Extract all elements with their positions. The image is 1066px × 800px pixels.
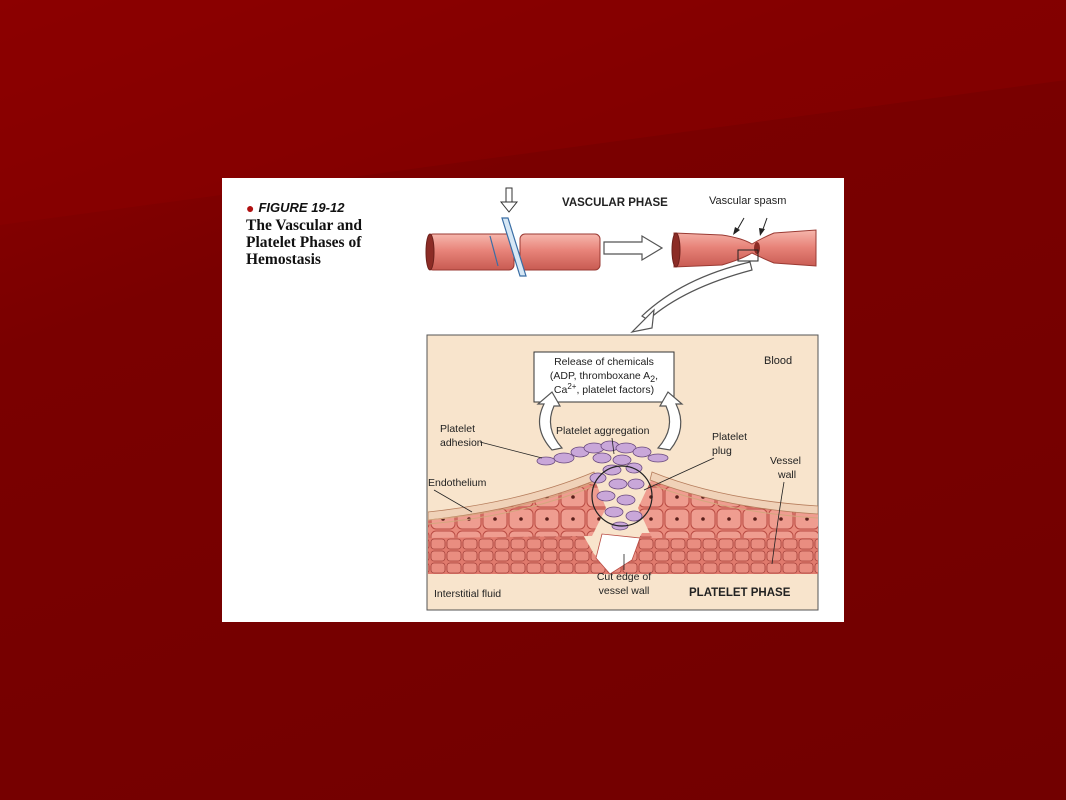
platelet-plug-label-2: plug: [712, 445, 732, 457]
vessel-segment-right: [519, 233, 601, 271]
endothelium-label: Endothelium: [428, 477, 487, 489]
platelet-aggregation-label: Platelet aggregation: [556, 425, 650, 437]
vascular-phase-illustration: [425, 187, 817, 333]
cut-gap: [595, 533, 641, 575]
feedback-arrow-left-icon: [536, 391, 564, 451]
platelet-plug-label-1: Platelet: [712, 431, 747, 443]
figure-title: The Vascular and Platelet Phases of Hemo…: [246, 217, 396, 268]
platelet-adhesion-label-2: adhesion: [440, 437, 483, 449]
release-of-chemicals-box: [533, 351, 675, 403]
slide-background-band: [0, 0, 1066, 225]
constricted-vessel: [673, 229, 817, 268]
blood-label: Blood: [764, 355, 792, 367]
right-arrow-icon: [603, 234, 664, 262]
figure-title-line: Platelet Phases of: [246, 234, 362, 251]
blade-icon: [501, 217, 527, 277]
vascular-spasm-label: Vascular spasm: [709, 195, 786, 207]
zoom-arrow-icon: [641, 261, 753, 321]
hemostasis-diagram: VASCULAR PHASE Vascular spasm: [425, 187, 819, 611]
platelet-plug-circle: [591, 465, 653, 527]
platelet-phase-heading: PLATELET PHASE: [689, 587, 791, 599]
zoom-box: [737, 249, 759, 262]
release-line-2: (ADP, thromboxane A2,: [550, 370, 658, 384]
down-arrow-icon: [499, 187, 519, 213]
figure-title-line: Hemostasis: [246, 251, 321, 268]
cut-edge-label-2: vessel wall: [599, 585, 650, 597]
figure-caption: ● FIGURE 19-12 The Vascular and Platelet…: [246, 200, 396, 268]
vascular-phase-heading: VASCULAR PHASE: [562, 197, 668, 209]
platelet-phase-inset: [426, 334, 819, 611]
vessel-wall-label-2: wall: [777, 469, 796, 481]
release-line-1: Release of chemicals: [554, 356, 654, 368]
interstitial-fluid-label: Interstitial fluid: [434, 588, 501, 600]
platelet-adhesion-label-1: Platelet: [440, 423, 475, 435]
vessel-wall-label-1: Vessel: [770, 455, 801, 467]
bullet-icon: ●: [246, 199, 255, 216]
vessel-segment-left: [427, 233, 515, 271]
figure-panel: ● FIGURE 19-12 The Vascular and Platelet…: [222, 178, 844, 622]
feedback-arrow-right-icon: [656, 391, 684, 451]
platelet-aggregate: [536, 440, 669, 531]
figure-title-line: The Vascular and: [246, 217, 363, 234]
release-line-3: Ca2+, platelet factors): [554, 382, 654, 396]
cut-edge-label-1: Cut edge of: [597, 571, 651, 583]
figure-number: ● FIGURE 19-12: [246, 200, 396, 215]
vessel-wall-left: [428, 478, 606, 538]
vessel-wall-right: [638, 478, 818, 538]
figure-number-text: FIGURE 19-12: [258, 200, 345, 215]
